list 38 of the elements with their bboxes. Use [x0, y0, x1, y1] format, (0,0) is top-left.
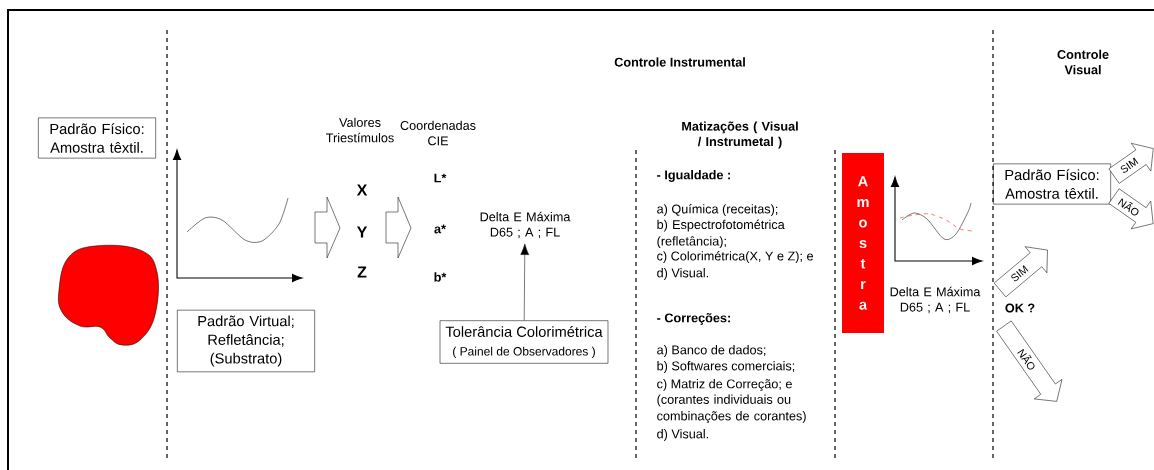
block-arrow: [1108, 188, 1154, 230]
arrow-label: SIM: [1120, 157, 1139, 173]
standard-box: Padrão Físico: Amostra têxtil.: [993, 163, 1111, 205]
block-arrow: [993, 246, 1048, 298]
standard-box: Padrão Físico: Amostra têxtil.: [38, 117, 156, 159]
arrow: [520, 243, 530, 321]
list-heading: - Igualdade :: [657, 170, 730, 182]
section-heading: Matizações ( Visual / Instrumetal ): [682, 121, 798, 149]
variable-label: b*: [434, 272, 447, 282]
variable-label: Z: [357, 266, 367, 278]
sample-blob: [58, 244, 159, 346]
list-item: b) Softwares comerciais;: [657, 361, 795, 373]
variable-label: a*: [434, 224, 446, 234]
list-item: c) Matriz de Correção; e: [657, 379, 792, 391]
question-text: OK ?: [1005, 303, 1035, 313]
arrow-label: NÃO: [1117, 198, 1139, 216]
variable-label: L*: [434, 173, 447, 183]
list-item: d) Visual.: [657, 268, 708, 280]
block-arrow: [1108, 143, 1154, 184]
list-item: c) Colorimétrica(X, Y e Z); e: [657, 251, 813, 263]
variable-label: Y: [356, 226, 368, 238]
variable-label: X: [356, 184, 368, 196]
list-heading: - Correções:: [657, 313, 730, 325]
list-item: a) Química (receitas);: [657, 204, 778, 216]
list-item: (corantes individuais ou combinações de corantes): [657, 394, 806, 423]
note-text: Delta E Máxima D65 ; A ; FL: [480, 211, 571, 239]
sample-bar: Amostra: [842, 153, 884, 333]
section-heading: Controle Visual: [1057, 49, 1109, 75]
list-item: a) Banco de dados;: [657, 345, 766, 357]
tolerance-box: Tolerância Colorimétrica ( Painel de Observadores ): [439, 320, 609, 364]
list-item: d) Visual.: [657, 429, 708, 441]
list-item: b) Espectrofotométrica (refletância);: [657, 219, 785, 249]
block-arrow: [996, 320, 1063, 402]
column-label: Coordenadas CIE: [400, 120, 476, 146]
column-label: Valores Triestímulos: [326, 117, 394, 143]
standard-box: Padrão Virtual; Refletância; (Substrato): [177, 309, 315, 373]
section-heading: Controle Instrumental: [614, 57, 745, 67]
arrow-label: SIM: [1011, 265, 1029, 282]
